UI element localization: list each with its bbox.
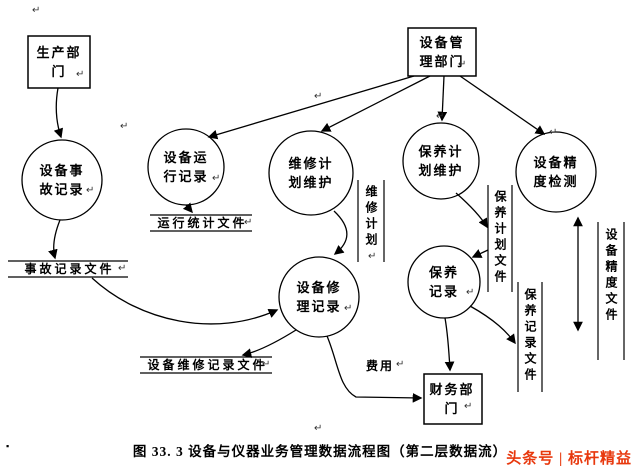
paragraph-mark-icon: ↵ — [120, 121, 129, 132]
flow-repair-plan-to-repair-record — [333, 210, 348, 255]
store-accident-file-lines — [8, 260, 128, 278]
process-accident-record-circle — [21, 139, 103, 221]
paragraph-mark-icon: ↵ — [368, 251, 377, 262]
process-upkeep-record-circle — [407, 245, 481, 319]
store-upkeep-record-file-lines — [517, 282, 543, 392]
flow-upkeep-plan-to-upkeep-plan-file — [455, 192, 488, 229]
figure-caption: 图 33. 3 设备与仪器业务管理数据流程图（第二层数据流） — [132, 444, 508, 459]
store-upkeep-record-file-label: 保养记录文件 — [523, 288, 537, 384]
production-dept-box — [27, 35, 91, 89]
flow-operation-to-operation-file — [182, 202, 193, 214]
paragraph-mark-icon: ↵ — [32, 5, 41, 16]
paragraph-mark-icon: ↵ — [458, 59, 467, 70]
finance-dept-box — [423, 373, 483, 425]
production-dept-label: 生产部 门 — [36, 45, 82, 79]
flow-production-to-accident — [53, 87, 64, 139]
process-upkeep-plan-label: 保养计划维护 — [418, 144, 464, 178]
paragraph-mark-icon: ↵ — [436, 111, 445, 122]
store-repair-plan-file-lines — [357, 180, 385, 262]
bullet-icon: ▪ — [6, 441, 10, 451]
finance-dept-label: 财务部 门 — [429, 382, 475, 416]
store-precision-file-label: 设备精度文件 — [604, 228, 618, 324]
store-accident-file-label: 事 故 记 录 文 件 — [24, 262, 112, 276]
flow-mgmt-to-repair-plan — [320, 75, 431, 132]
paragraph-mark-icon: ↵ — [212, 173, 221, 184]
store-operation-file-label: 运 行 统 计 文 件 — [157, 216, 245, 230]
paragraph-mark-icon: ↵ — [244, 217, 253, 228]
flow-accident-to-accident-file — [48, 219, 61, 260]
equipment-mgmt-dept-label: 设备管 理部门 — [419, 35, 465, 69]
flow-upkeep-record-to-upkeep-record-file — [469, 305, 516, 345]
paragraph-mark-icon: ↵ — [466, 287, 475, 298]
process-repair-record-label: 设备修理记录 — [296, 280, 342, 314]
watermark-text: 头条号 | 标杆精益 — [506, 451, 632, 467]
flow-repair-record-to-repair-file — [241, 329, 297, 358]
paragraph-mark-icon: ↵ — [262, 359, 271, 370]
paragraph-mark-icon: ↵ — [118, 263, 127, 274]
paragraph-mark-icon: ↵ — [86, 185, 95, 196]
process-upkeep-record-label: 保养记录 — [428, 265, 460, 299]
process-upkeep-plan-circle — [402, 122, 480, 200]
store-repair-plan-file-label: 维修计划 — [364, 185, 378, 249]
process-repair-plan-circle — [268, 130, 354, 216]
flow-mgmt-to-upkeep-plan — [437, 75, 448, 122]
paragraph-mark-icon: ↵ — [76, 69, 85, 80]
fee-flow-label: 费用 — [366, 359, 395, 373]
flow-accident-file-to-repair-record — [91, 277, 279, 325]
store-upkeep-plan-file-label: 保养计划文件 — [493, 190, 507, 286]
process-operation-record-label: 设备运行记录 — [163, 150, 209, 184]
paragraph-mark-icon: ↵ — [396, 359, 405, 370]
store-operation-file-lines — [150, 214, 252, 232]
store-repair-record-file-label: 设 备 维 修 记 录 文 件 — [147, 358, 265, 372]
process-repair-record-circle — [278, 256, 360, 338]
flow-repair-record-to-finance — [326, 335, 423, 403]
flow-mgmt-to-operation — [207, 75, 415, 140]
process-precision-check-label: 设备精度检测 — [533, 155, 579, 189]
paragraph-mark-icon: ↵ — [314, 423, 323, 434]
paragraph-mark-icon: ↵ — [549, 127, 558, 138]
store-precision-file-lines — [597, 222, 625, 360]
paragraph-mark-icon: ↵ — [344, 303, 353, 314]
flow-upkeep-record-to-finance — [444, 317, 455, 372]
paragraph-mark-icon: ↵ — [314, 91, 323, 102]
flow-mgmt-to-precision — [459, 75, 546, 135]
flow-upkeep-plan-file-to-upkeep-record — [471, 249, 489, 258]
equipment-mgmt-dept-box — [407, 27, 477, 77]
process-repair-plan-label: 维修计划维护 — [288, 156, 334, 190]
process-precision-check-circle — [515, 131, 597, 213]
process-accident-record-label: 设备事故记录 — [39, 163, 85, 197]
store-upkeep-plan-file-lines — [487, 185, 513, 292]
paragraph-mark-icon: ↵ — [464, 401, 473, 412]
